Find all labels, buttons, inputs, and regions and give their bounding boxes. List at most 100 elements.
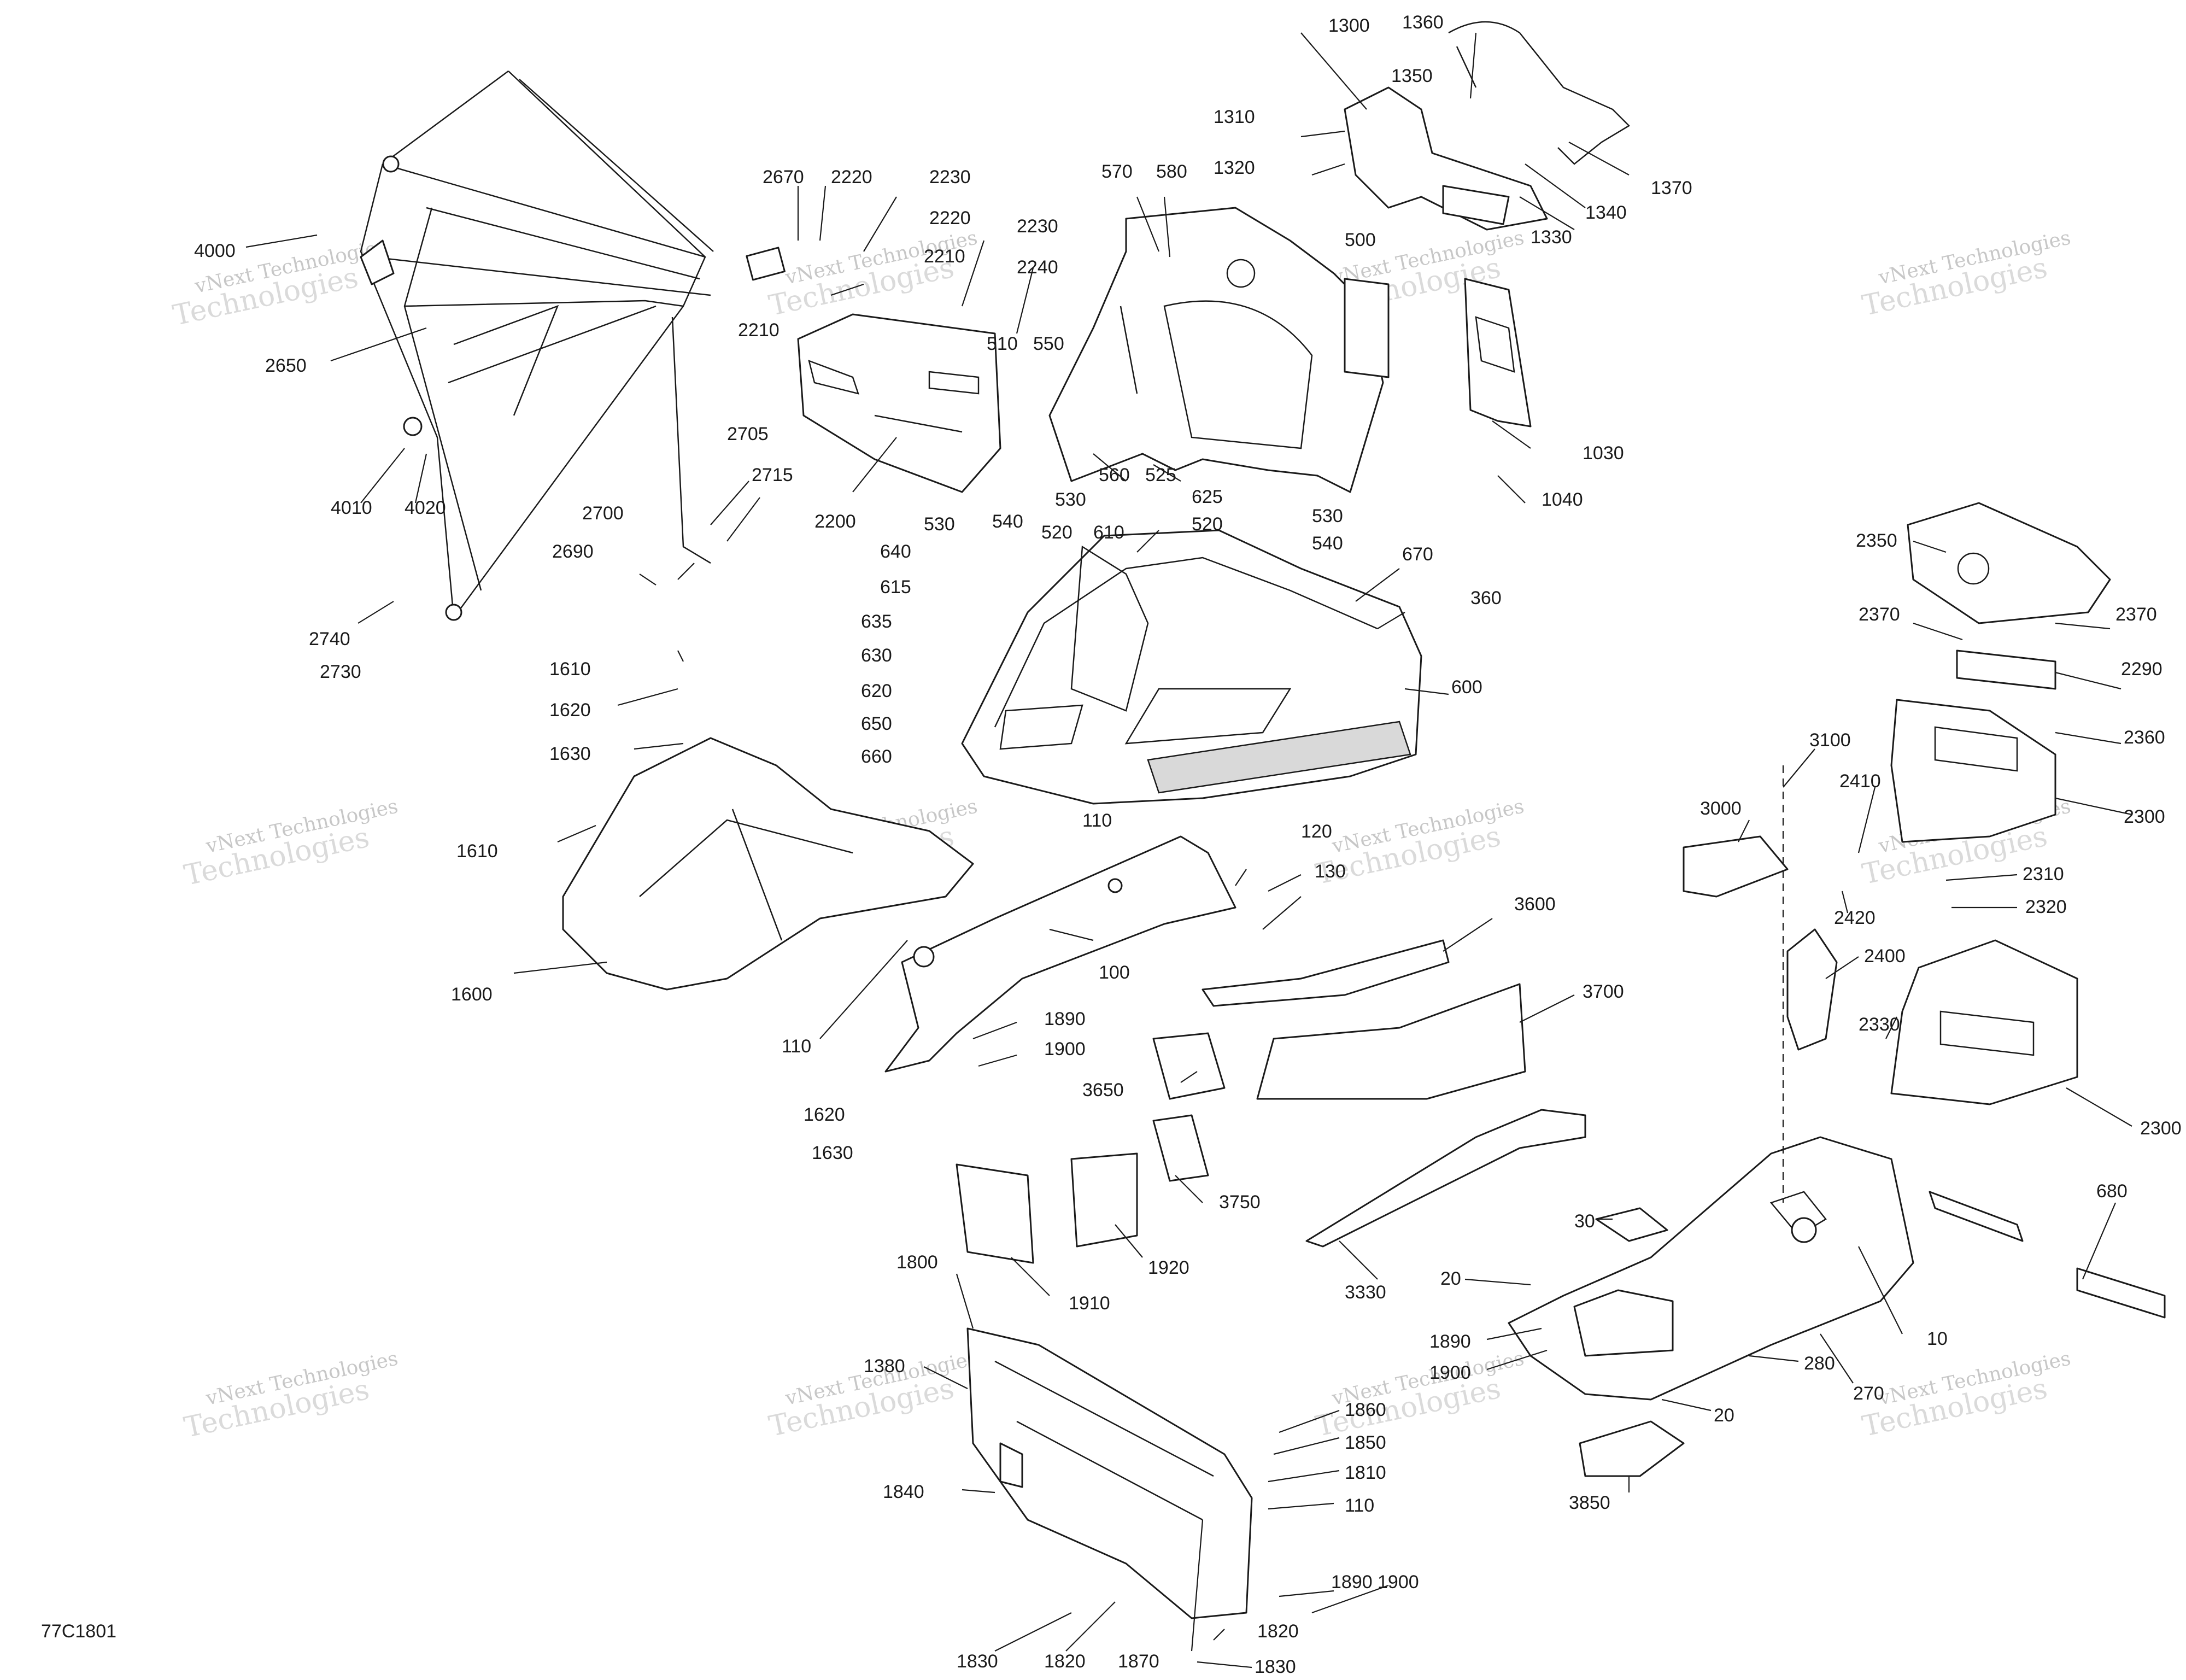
callout-3850: 3850 bbox=[1569, 1492, 1610, 1513]
callout-670: 670 bbox=[1402, 544, 1433, 565]
callout-1370: 1370 bbox=[1651, 178, 1692, 198]
callout-2230: 2230 bbox=[1017, 216, 1058, 237]
callout-600: 600 bbox=[1451, 677, 1482, 698]
watermark: vNext Technologies Technologies bbox=[181, 795, 400, 892]
callout-1830: 1830 bbox=[1255, 1656, 1296, 1677]
callout-3650: 3650 bbox=[1082, 1080, 1124, 1101]
callout-120: 120 bbox=[1301, 821, 1332, 842]
callout-1870: 1870 bbox=[1118, 1651, 1159, 1672]
callout-1890: 1890 bbox=[1331, 1572, 1373, 1593]
callout-2220: 2220 bbox=[831, 167, 872, 188]
callout-2705: 2705 bbox=[727, 424, 769, 444]
callout-2400: 2400 bbox=[1864, 946, 1906, 967]
callout-2220: 2220 bbox=[929, 208, 971, 229]
callout-20: 20 bbox=[1714, 1405, 1734, 1426]
callout-580: 580 bbox=[1156, 161, 1187, 182]
callout-110: 110 bbox=[1082, 810, 1112, 831]
callout-2330: 2330 bbox=[1859, 1014, 1900, 1035]
callout-630: 630 bbox=[861, 645, 892, 666]
callout-30: 30 bbox=[1574, 1211, 1595, 1232]
callout-2670: 2670 bbox=[763, 167, 804, 188]
closeout-panels bbox=[956, 1152, 1138, 1264]
callouts: 4000 2650 4010 4020 2670 2220 2230 2220 … bbox=[194, 12, 2182, 1677]
front-upper-cover bbox=[797, 313, 1001, 493]
callout-1800: 1800 bbox=[896, 1252, 938, 1273]
callout-2420: 2420 bbox=[1834, 908, 1876, 928]
callout-1830: 1830 bbox=[957, 1651, 998, 1672]
drawing-id: 77C1801 bbox=[41, 1621, 116, 1642]
callout-2320: 2320 bbox=[2025, 897, 2067, 917]
callout-635: 635 bbox=[861, 611, 892, 632]
callout-2690: 2690 bbox=[552, 541, 594, 562]
dash-support-bracket bbox=[1344, 21, 1631, 231]
callout-10: 10 bbox=[1927, 1328, 1948, 1349]
callout-4010: 4010 bbox=[331, 497, 372, 518]
left-fender bbox=[562, 737, 974, 991]
callout-1900: 1900 bbox=[1044, 1039, 1086, 1059]
callout-100: 100 bbox=[1099, 962, 1130, 983]
callout-2360: 2360 bbox=[2124, 727, 2165, 748]
callout-540: 540 bbox=[992, 511, 1023, 532]
callout-1820: 1820 bbox=[1044, 1651, 1086, 1672]
callout-3330: 3330 bbox=[1345, 1282, 1386, 1303]
callout-2230: 2230 bbox=[929, 167, 971, 188]
callout-1620: 1620 bbox=[549, 700, 591, 721]
callout-1630: 1630 bbox=[812, 1143, 853, 1163]
callout-620: 620 bbox=[861, 681, 892, 701]
watermark: vNext Technologies Technologies bbox=[1312, 1347, 1526, 1443]
callout-270: 270 bbox=[1853, 1383, 1884, 1404]
callout-660: 660 bbox=[861, 746, 892, 767]
callout-1820: 1820 bbox=[1257, 1621, 1299, 1642]
callout-500: 500 bbox=[1345, 230, 1376, 250]
callout-4000: 4000 bbox=[194, 241, 236, 261]
callout-520: 520 bbox=[1041, 522, 1073, 543]
rops-frame bbox=[360, 70, 786, 621]
callout-2650: 2650 bbox=[265, 355, 307, 376]
center-console bbox=[1508, 1136, 1914, 1401]
callout-1840: 1840 bbox=[883, 1482, 924, 1502]
callout-2310: 2310 bbox=[2023, 864, 2064, 885]
callout-570: 570 bbox=[1101, 161, 1133, 182]
callout-540: 540 bbox=[1312, 533, 1343, 554]
callout-1890: 1890 bbox=[1044, 1009, 1086, 1029]
callout-1320: 1320 bbox=[1214, 157, 1255, 178]
callout-2715: 2715 bbox=[752, 465, 793, 485]
rear-bulkhead bbox=[966, 1327, 1253, 1619]
dash-components bbox=[1683, 502, 2111, 1105]
callout-2210: 2210 bbox=[924, 246, 965, 267]
callout-2350: 2350 bbox=[1856, 530, 1897, 551]
callout-530: 530 bbox=[1312, 506, 1343, 526]
callout-1910: 1910 bbox=[1069, 1293, 1110, 1314]
callout-1900: 1900 bbox=[1378, 1572, 1419, 1593]
callout-20: 20 bbox=[1440, 1268, 1461, 1289]
callout-2210: 2210 bbox=[738, 320, 780, 341]
callout-3600: 3600 bbox=[1514, 894, 1556, 915]
skid-plates bbox=[1152, 939, 1586, 1248]
callout-130: 130 bbox=[1315, 861, 1346, 882]
callout-1850: 1850 bbox=[1345, 1432, 1386, 1453]
callout-1350: 1350 bbox=[1391, 66, 1433, 86]
callout-2370: 2370 bbox=[1859, 604, 1900, 625]
callout-1920: 1920 bbox=[1148, 1257, 1189, 1278]
parts bbox=[360, 21, 2166, 1619]
callout-615: 615 bbox=[880, 577, 911, 598]
callout-3700: 3700 bbox=[1583, 981, 1624, 1002]
watermark: vNext Technologies Technologies bbox=[1859, 226, 2072, 323]
callout-560: 560 bbox=[1099, 465, 1130, 485]
callout-1810: 1810 bbox=[1345, 1462, 1386, 1483]
callout-2300: 2300 bbox=[2140, 1118, 2182, 1139]
callout-2200: 2200 bbox=[814, 511, 856, 532]
leader-lines bbox=[245, 32, 2132, 1669]
callout-550: 550 bbox=[1033, 333, 1064, 354]
callout-1030: 1030 bbox=[1583, 443, 1624, 464]
callout-525: 525 bbox=[1145, 465, 1176, 485]
watermark: vNext Technologies Technologies bbox=[181, 1347, 400, 1444]
callout-520: 520 bbox=[1192, 514, 1223, 535]
callout-640: 640 bbox=[880, 541, 911, 562]
callout-510: 510 bbox=[987, 333, 1018, 354]
callout-1330: 1330 bbox=[1531, 227, 1572, 248]
callout-2730: 2730 bbox=[320, 662, 361, 682]
callout-530: 530 bbox=[1055, 489, 1086, 510]
callout-1890: 1890 bbox=[1429, 1331, 1471, 1352]
callout-610: 610 bbox=[1093, 522, 1124, 543]
